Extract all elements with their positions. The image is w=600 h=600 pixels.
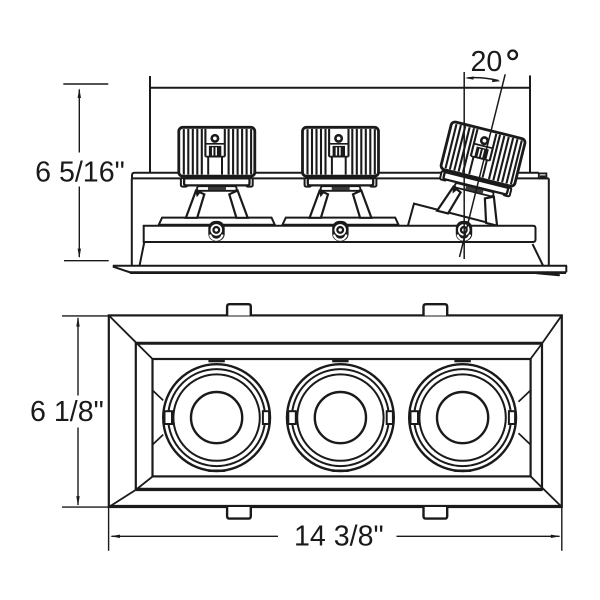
svg-text:14 3/8": 14 3/8" — [294, 520, 384, 552]
svg-text:20: 20 — [471, 46, 503, 78]
svg-text:6 1/8": 6 1/8" — [30, 396, 104, 428]
svg-text:6 5/16": 6 5/16" — [35, 157, 125, 189]
